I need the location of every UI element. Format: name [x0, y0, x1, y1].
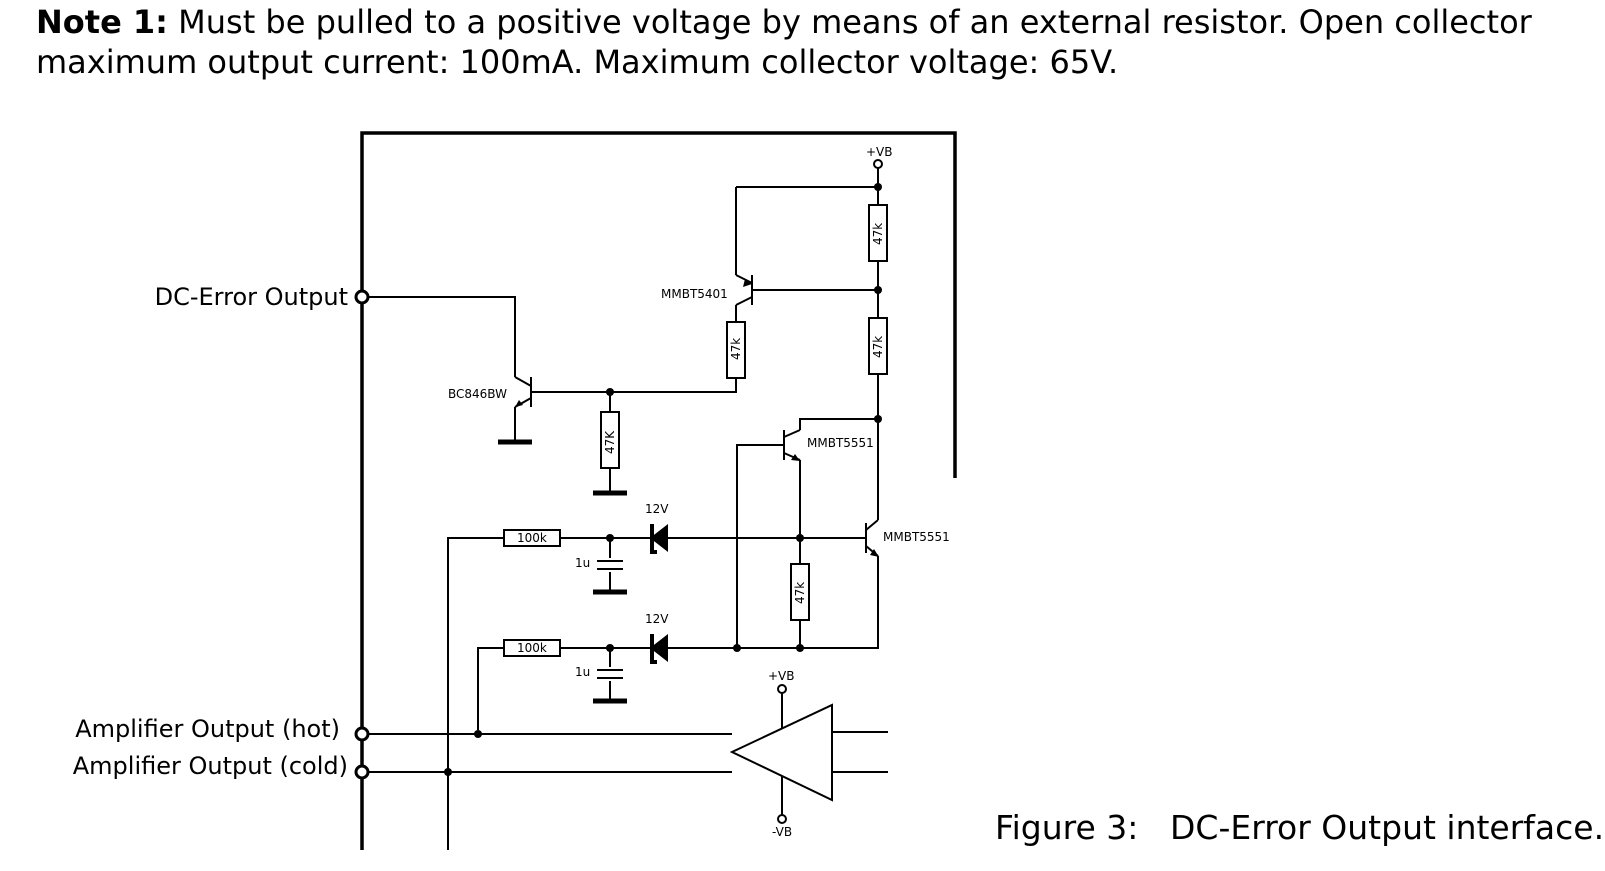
resistor-r7: 100k [503, 639, 561, 657]
transistor-bc846bw-label: BC846BW [448, 387, 507, 401]
amp-cold-terminal [354, 764, 370, 780]
transistor-mmbt5551-lower-label: MMBT5551 [883, 530, 950, 544]
dc-error-terminal [354, 289, 370, 305]
resistor-r1: 47k [868, 204, 888, 262]
capacitor-c1-label: 1u [575, 556, 590, 570]
dc-error-wire [362, 296, 516, 377]
transistor-mmbt5551-lower: MMBT5551 [865, 519, 950, 557]
amp-cold-label: Amplifier Output (cold) [73, 752, 348, 780]
amp-hot-terminal [354, 726, 370, 742]
capacitor-c2-label: 1u [575, 665, 590, 679]
note-text: Must be pulled to a positive voltage by … [36, 3, 1532, 81]
transistor-mmbt5551-upper: MMBT5551 [783, 429, 874, 461]
transistor-mmbt5551-upper-label: MMBT5551 [807, 436, 874, 450]
resistor-r5-label: 47k [793, 582, 807, 604]
vb-amp-label: +VB [768, 669, 795, 683]
capacitor-c1: 1u [575, 556, 623, 570]
resistor-r6-label: 100k [517, 531, 547, 545]
note-1: Note 1: Must be pulled to a positive vol… [36, 2, 1576, 82]
diode-d1: 12V [645, 502, 669, 554]
figure-number: Figure 3: [995, 808, 1139, 847]
transistor-mmbt5401-label: MMBT5401 [661, 287, 728, 301]
dc-error-output-label: DC-Error Output [155, 283, 348, 311]
resistor-r2: 47k [726, 321, 746, 379]
resistor-r3-label: 47k [871, 336, 885, 358]
diode-d2: 12V [645, 612, 669, 664]
note-label: Note 1: [36, 3, 168, 41]
figure-title: DC-Error Output interface. [1170, 808, 1605, 847]
resistor-r1-label: 47k [871, 223, 885, 245]
resistor-r4: 47K [600, 411, 620, 469]
amplifier [729, 693, 888, 815]
resistor-r7-label: 100k [517, 641, 547, 655]
resistor-r2-label: 47k [729, 338, 743, 360]
resistor-r6: 100k [503, 529, 561, 547]
module-boundary [360, 131, 957, 850]
transistor-bc846bw: BC846BW [448, 376, 532, 445]
diode-d1-label: 12V [645, 502, 669, 516]
resistor-r3: 47k [868, 317, 888, 375]
resistor-r5: 47k [790, 563, 810, 621]
vb-top-label: +VB [866, 145, 893, 159]
diode-d2-label: 12V [645, 612, 669, 626]
transistor-mmbt5401: MMBT5401 [661, 187, 753, 306]
figure-caption: Figure 3: DC-Error Output interface. [995, 808, 1604, 847]
capacitor-c2: 1u [575, 665, 623, 679]
resistor-r4-label: 47K [603, 430, 617, 454]
amp-hot-label: Amplifier Output (hot) [75, 715, 340, 743]
vb-neg-label: -VB [772, 825, 792, 839]
